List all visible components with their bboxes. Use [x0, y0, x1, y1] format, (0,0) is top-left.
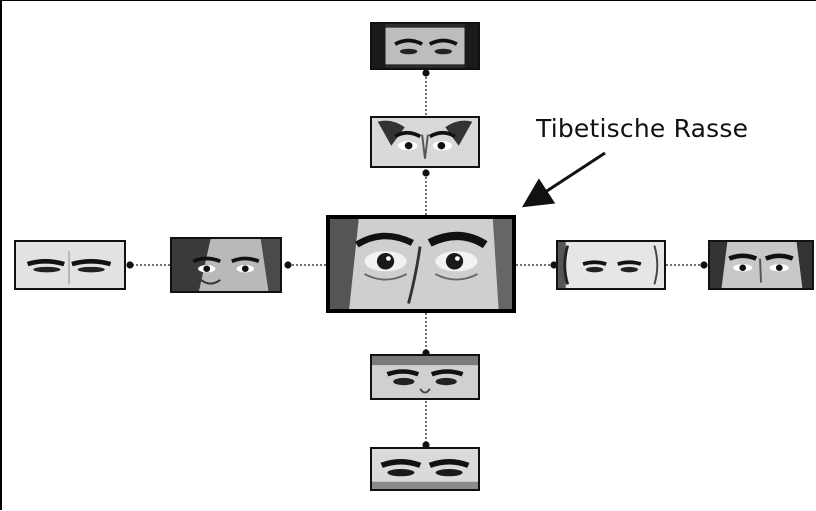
- eyes-photo-down-1: [370, 354, 480, 400]
- eyes-photo-right-1: [556, 240, 666, 290]
- eyes-photo-right-2: [708, 240, 814, 290]
- eyes-photo-center: [326, 215, 516, 313]
- eyes-photo-up-1: [370, 116, 480, 168]
- eyes-photo-up-2: [370, 22, 480, 70]
- label-arrow: [521, 151, 606, 208]
- eyes-photo-left-2: [14, 240, 126, 290]
- eyes-photo-left-1: [170, 237, 282, 293]
- eyes-photo-down-2: [370, 447, 480, 491]
- diagram-label: Tibetische Rasse: [536, 114, 749, 143]
